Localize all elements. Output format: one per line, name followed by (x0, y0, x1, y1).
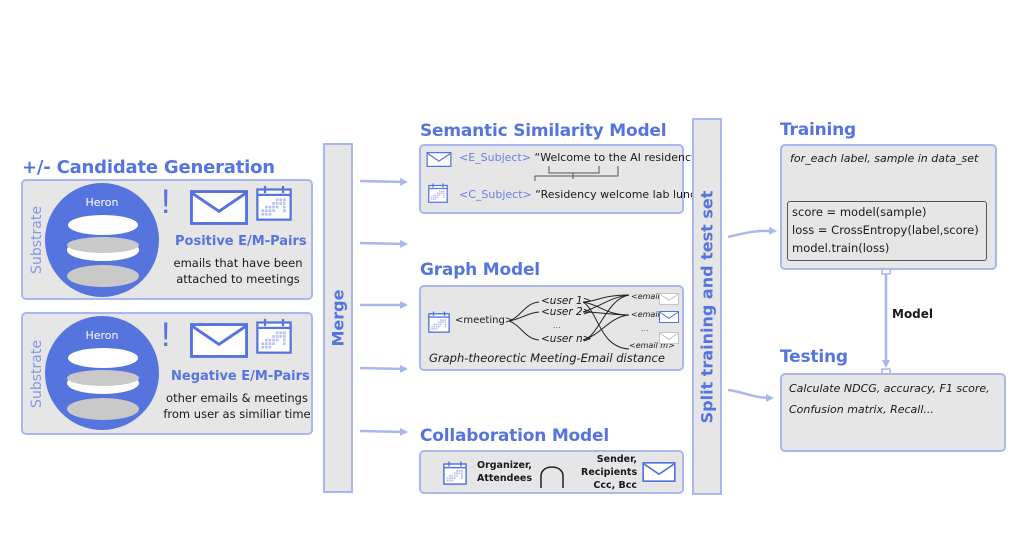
arrow-to-training (727, 226, 777, 239)
graph-model-title: Graph Model (420, 260, 540, 280)
heron-database-circle: Heron (45, 316, 159, 430)
graph-model-panel: <meeting> <user 1> <user 2> ... <user n>… (419, 285, 684, 371)
email-node: <email 1> (631, 292, 675, 301)
split-bar: Split training and test set (692, 118, 722, 495)
exclamation-icon: ! (161, 316, 171, 354)
label-line: Ccc, Bcc (593, 480, 637, 491)
arrow-to-graph-top (359, 239, 408, 248)
desc-line: emails that have been (173, 256, 303, 270)
code-line: model.train(loss) (792, 241, 890, 255)
heron-label: Heron (85, 196, 119, 209)
candidate-generation-title: +/- Candidate Generation (22, 157, 275, 178)
label-line: Organizer, (477, 460, 532, 471)
email-icon (642, 462, 676, 482)
database-disk-icon (68, 348, 138, 368)
calendar-subject-text: “Residency welcome lab lunch” (535, 188, 709, 201)
positive-pairs-panel: Substrate Heron ! Positive E/M-Pairs ema… (21, 179, 313, 300)
collaboration-model-panel: Organizer, Attendees Sender, Recipients … (419, 450, 684, 494)
collaboration-model-title: Collaboration Model (420, 426, 609, 446)
training-loop-header: for_each label, sample in data_set (790, 152, 979, 165)
email-node: <email 2> (631, 310, 675, 319)
split-label: Split training and test set (697, 190, 717, 423)
testing-panel: Calculate NDCG, accuracy, F1 score, Conf… (780, 373, 1006, 452)
negative-pairs-panel: Substrate Heron ! Negative E/M-Pairs oth… (21, 312, 313, 435)
training-title: Training (780, 120, 857, 140)
user-ellipsis: ... (553, 321, 561, 330)
database-disk-icon (68, 215, 138, 235)
label-line: Sender, (596, 454, 637, 465)
user-node: <user 2> (541, 306, 592, 318)
database-disk-icon (67, 398, 139, 420)
calendar-icon (443, 459, 467, 487)
calendar-subject-tag: <C_Subject> (459, 188, 532, 201)
arrow-to-graph-bottom (359, 364, 408, 373)
calendar-subject-line: <C_Subject> “Residency welcome lab lunch… (459, 188, 709, 201)
email-subject-line: <E_Subject> “Welcome to the AI residency… (459, 151, 703, 164)
email-node: <email m> (629, 341, 675, 350)
testing-metrics-line: Confusion matrix, Recall... (789, 403, 934, 416)
positive-pairs-description: emails that have been attached to meetin… (163, 255, 313, 287)
exclamation-icon: ! (161, 183, 171, 221)
database-disk-icon (67, 265, 139, 287)
semantic-model-title: Semantic Similarity Model (420, 121, 667, 141)
arrow-to-semantic (359, 177, 408, 186)
negative-pairs-description: other emails & meetings from user as sim… (159, 390, 315, 422)
calendar-icon (428, 182, 448, 204)
merge-bar: Merge (323, 143, 353, 493)
email-ellipsis: ... (641, 324, 649, 333)
intersection-icon (540, 466, 564, 488)
database-disk-icon (67, 370, 139, 386)
graph-caption: Graph-theorectic Meeting-Email distance (429, 351, 665, 365)
desc-line: attached to meetings (176, 272, 300, 286)
model-link-label: Model (892, 307, 934, 321)
code-line: loss = CrossEntropy(label,score) (792, 223, 979, 237)
training-panel: for_each label, sample in data_set score… (780, 144, 997, 270)
testing-title: Testing (780, 347, 848, 367)
negative-pairs-title: Negative E/M-Pairs (171, 369, 310, 384)
database-disk-icon (67, 237, 139, 253)
desc-line: other emails & meetings (166, 391, 308, 405)
sender-recipients-label: Sender, Recipients Ccc, Bcc (581, 453, 637, 492)
word-match-lines (534, 166, 619, 181)
desc-line: from user as similiar time (163, 407, 311, 421)
heron-database-circle: Heron (45, 183, 159, 297)
positive-pairs-title: Positive E/M-Pairs (175, 234, 307, 249)
email-subject-text: “Welcome to the AI residency” (534, 151, 704, 164)
organizer-attendees-label: Organizer, Attendees (477, 459, 532, 485)
testing-metrics-line: Calculate NDCG, accuracy, F1 score, (789, 382, 990, 395)
training-code-block: score = model(sample) loss = CrossEntrop… (787, 201, 987, 261)
heron-label: Heron (85, 329, 119, 342)
meeting-node: <meeting> (455, 315, 514, 326)
user-node: <user n> (541, 333, 592, 345)
arrow-to-collaboration (359, 427, 408, 436)
email-subject-tag: <E_Subject> (459, 151, 532, 164)
label-line: Recipients (581, 467, 638, 478)
user-node: <user 1> (541, 295, 592, 307)
arrow-to-testing (727, 388, 774, 402)
code-line: score = model(sample) (792, 205, 927, 219)
label-line: Attendees (477, 473, 532, 484)
graph-edges (508, 294, 630, 350)
semantic-model-panel: <E_Subject> “Welcome to the AI residency… (419, 144, 709, 214)
